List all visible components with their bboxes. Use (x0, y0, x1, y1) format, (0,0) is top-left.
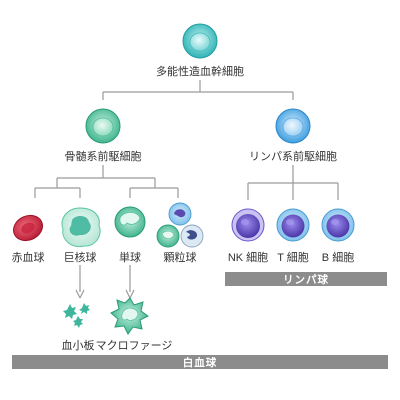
nk-cell-icon (231, 208, 265, 242)
label-lymphoid-progenitor: リンパ系前駆細胞 (249, 151, 337, 163)
lymphocyte-group-label: リンパ球 (283, 273, 329, 286)
connector-lines (34, 80, 339, 200)
label-myeloid-progenitor: 骨髄系前駆細胞 (64, 151, 142, 163)
label-macrophage: マクロファージ (95, 340, 173, 352)
stem-cell-icon (182, 23, 218, 59)
leukocyte-group-bar: 白血球 (12, 355, 388, 369)
differentiation-arrows (75, 265, 135, 299)
lymphocyte-group-bar: リンパ球 (225, 272, 387, 286)
label-monocyte: 単球 (119, 252, 141, 264)
megakaryocyte-icon (61, 207, 101, 248)
leukocyte-group-label: 白血球 (182, 356, 218, 369)
label-platelet: 血小板 (61, 340, 95, 352)
label-hsc: 多能性造血幹細胞 (156, 66, 244, 78)
macrophage-icon (110, 297, 149, 335)
monocyte-icon (114, 206, 146, 238)
label-b-cell: B 細胞 (321, 252, 355, 264)
lymphoid-progenitor-icon (275, 108, 311, 144)
granulocyte-icon (156, 202, 204, 248)
label-nk-cell: NK 細胞 (227, 252, 269, 264)
t-cell-icon (276, 208, 310, 242)
label-t-cell: T 細胞 (277, 252, 309, 264)
b-cell-icon (321, 208, 355, 242)
label-erythrocyte: 赤血球 (11, 252, 45, 264)
myeloid-progenitor-icon (85, 108, 121, 144)
label-megakaryocyte: 巨核球 (63, 252, 97, 264)
erythrocyte-icon (12, 214, 44, 242)
label-granulocyte: 顆粒球 (163, 252, 197, 264)
platelet-icon (63, 303, 90, 328)
